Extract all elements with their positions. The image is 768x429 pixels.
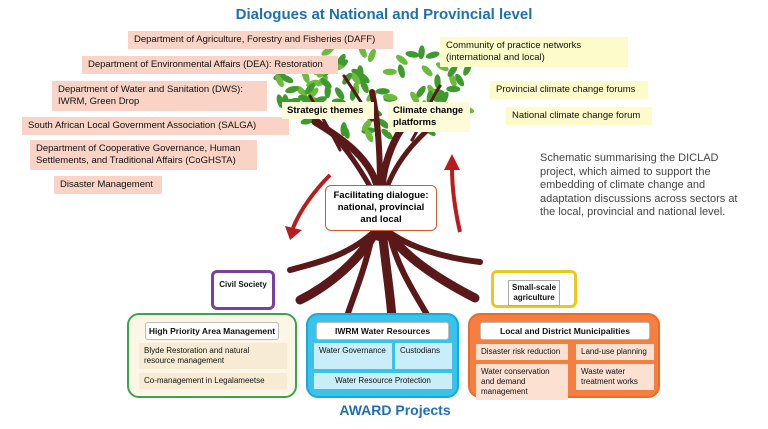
leaf: [447, 64, 458, 77]
iwrm-group: IWRM Water Resources Water Governance Cu…: [306, 313, 459, 398]
leaf: [405, 51, 420, 58]
dea-box: Department of Environmental Affairs (DEA…: [82, 56, 338, 74]
strategic-themes-label: Strategic themes: [282, 102, 374, 119]
leaf: [313, 96, 327, 104]
community-networks-box: Community of practice networks (internat…: [440, 37, 628, 67]
water-conservation-item: Water conservation and demand management: [476, 364, 568, 400]
blyde-restoration-item: Blyde Restoration and natural resource m…: [139, 343, 287, 369]
municipalities-title: Local and District Municipalities: [480, 322, 650, 340]
leaf: [280, 74, 294, 84]
waste-water-item: Waste water treatment works: [576, 364, 654, 390]
civil-society-box: Civil Society: [211, 270, 275, 310]
leaf: [381, 128, 393, 140]
leaf: [418, 45, 425, 60]
small-scale-label: Small-scale agriculture: [508, 280, 560, 306]
national-forum-box: National climate change forum: [506, 107, 652, 125]
leaf: [382, 93, 397, 101]
land-use-item: Land-use planning: [576, 344, 654, 360]
leaf: [320, 77, 332, 89]
leaf: [360, 80, 369, 93]
climate-platforms-label: Climate change platforms: [388, 102, 470, 132]
leaf: [382, 68, 397, 76]
tree-branches: [297, 74, 455, 194]
iwrm-title: IWRM Water Resources: [316, 322, 449, 340]
salga-box: South African Local Government Associati…: [22, 117, 289, 135]
leaf: [410, 91, 420, 105]
leaf: [425, 51, 440, 59]
leaf: [446, 85, 461, 93]
leaf: [275, 74, 284, 88]
leaf: [336, 53, 346, 67]
coghsta-box: Department of Cooperative Governance, Hu…: [30, 140, 257, 170]
small-scale-agriculture-box: Small-scale agriculture: [491, 270, 577, 308]
leaf: [367, 48, 376, 63]
footer-title: AWARD Projects: [339, 402, 451, 418]
disaster-risk-item: Disaster risk reduction: [476, 344, 568, 360]
red-arrows: [285, 154, 462, 240]
provincial-forums-box: Provincial climate change forums: [490, 81, 648, 99]
daff-box: Department of Agriculture, Forestry and …: [128, 31, 393, 49]
leaf: [397, 64, 405, 79]
leaf: [285, 86, 299, 94]
high-priority-title: High Priority Area Management: [145, 322, 279, 340]
water-governance-item: Water Governance: [314, 343, 392, 369]
high-priority-group: High Priority Area Management Blyde Rest…: [127, 313, 297, 398]
leaf: [415, 85, 426, 98]
diagram-title: Dialogues at National and Provincial lev…: [235, 6, 533, 23]
leaf: [449, 73, 457, 87]
leaf: [334, 87, 345, 100]
leaf: [377, 118, 390, 129]
dws-box: Department of Water and Sanitation (DWS)…: [52, 81, 267, 111]
water-resource-protection-item: Water Resource Protection: [314, 373, 452, 389]
leaf: [351, 68, 364, 78]
leaf: [304, 82, 316, 95]
leaf: [300, 117, 315, 125]
leaf: [276, 94, 284, 109]
leaf: [361, 119, 372, 132]
leaf: [340, 122, 347, 137]
custodians-item: Custodians: [395, 343, 452, 369]
disaster-management-box: Disaster Management: [54, 176, 162, 194]
leaf: [421, 65, 433, 77]
caption-text: Schematic summarising the DICLAD project…: [540, 152, 738, 218]
municipalities-group: Local and District Municipalities Disast…: [468, 313, 660, 400]
facilitating-dialogue-box: Facilitating dialogue: national, provinc…: [325, 185, 437, 231]
leaf: [365, 129, 374, 143]
leaf: [298, 94, 312, 103]
legalameetse-item: Co-management in Legalameetse: [139, 373, 287, 389]
leaf: [375, 88, 390, 95]
leaf: [455, 73, 465, 87]
leaf: [396, 54, 408, 65]
leaf: [351, 72, 361, 85]
